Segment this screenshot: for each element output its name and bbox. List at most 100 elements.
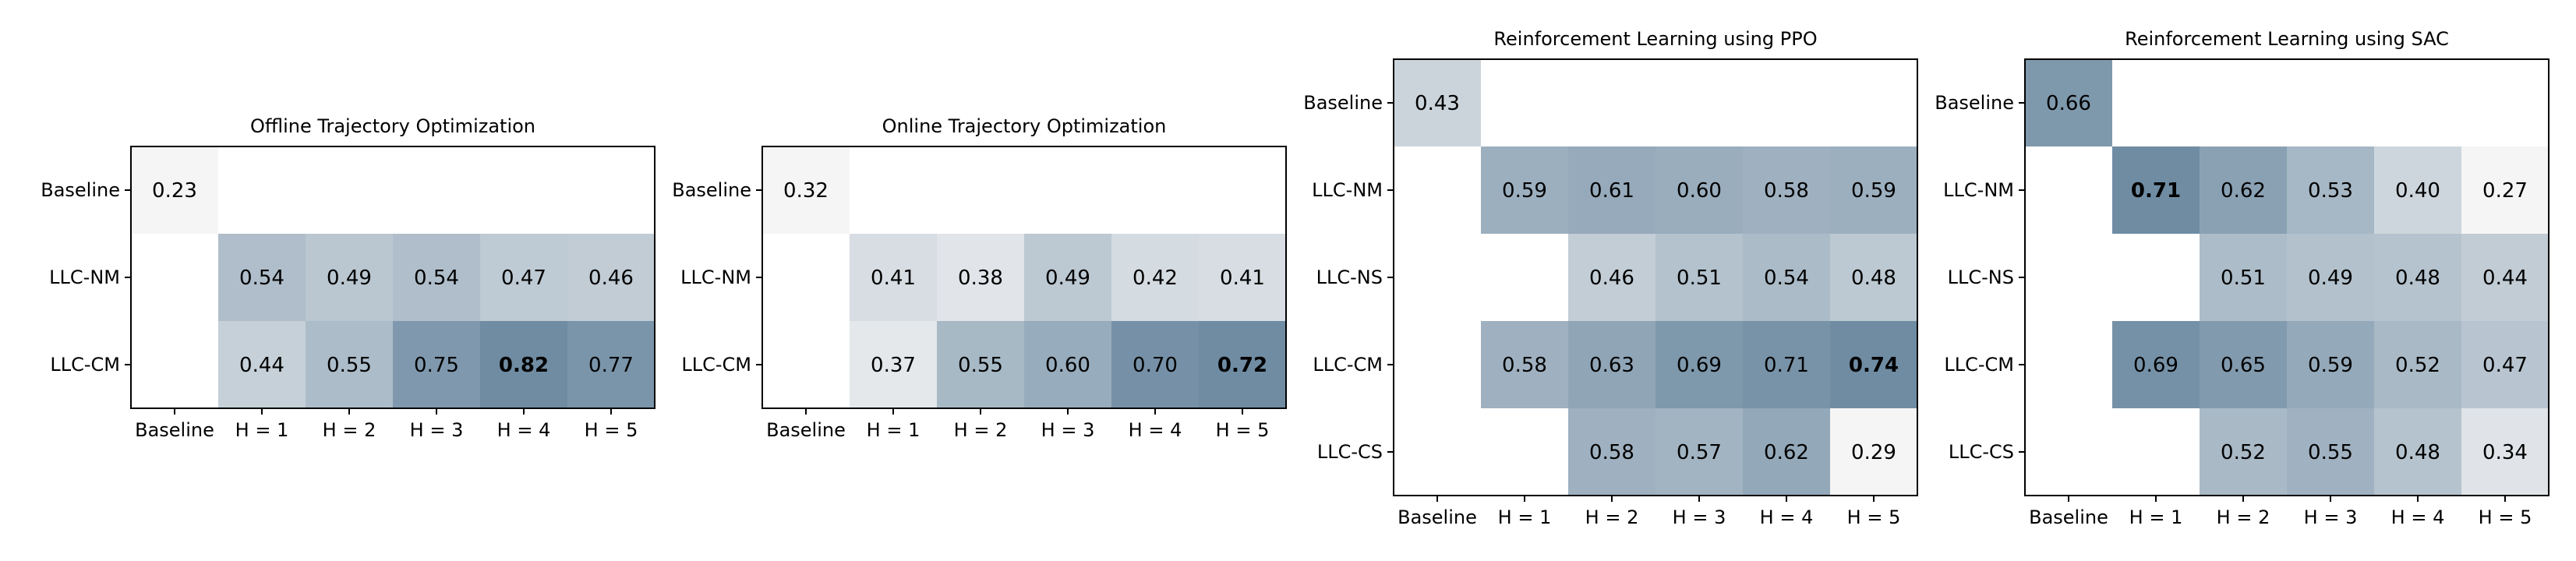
y-tick-label: Baseline: [1935, 92, 2014, 114]
y-tick-label: LLC-NM: [680, 266, 751, 288]
y-tick-label: LLC-NS: [1948, 266, 2014, 288]
heatmap-cell: [393, 234, 480, 321]
x-tick-label: Baseline: [2029, 506, 2108, 528]
cell-value-label: 0.58: [1502, 354, 1547, 377]
heatmap-cell: [1655, 408, 1743, 496]
x-tick-label: H = 2: [2217, 506, 2270, 528]
cell-value-label: 0.60: [1677, 179, 1722, 203]
cell-value-label: 0.55: [327, 354, 372, 377]
heatmap-cell: [2112, 146, 2200, 234]
heatmap-cell: [2461, 234, 2549, 321]
cell-value-label: 0.54: [239, 266, 284, 290]
heatmap-cell: [1111, 234, 1199, 321]
cell-value-label: 0.53: [2308, 179, 2353, 203]
y-tick-label: LLC-CM: [681, 354, 751, 376]
heatmap-cell: [218, 321, 306, 408]
x-tick-label: H = 4: [497, 419, 551, 441]
cell-value-label: 0.58: [1764, 179, 1809, 203]
cell-value-label: 0.71: [2131, 179, 2181, 203]
heatmap-cell: [1655, 321, 1743, 408]
cell-value-label: 0.49: [327, 266, 372, 290]
heatmap-cell: [2112, 321, 2200, 408]
y-tick-label: Baseline: [1303, 92, 1383, 114]
chart-title: Offline Trajectory Optimization: [250, 115, 535, 137]
cell-value-label: 0.43: [1415, 92, 1460, 115]
y-tick-label: LLC-NM: [1312, 179, 1383, 201]
heatmap-cell: [2374, 321, 2461, 408]
heatmap-cell: [2461, 408, 2549, 496]
x-tick-label: H = 4: [2391, 506, 2445, 528]
cell-value-label: 0.34: [2482, 441, 2528, 464]
heatmap-cell: [1024, 234, 1111, 321]
heatmap-cell: [2287, 234, 2374, 321]
heatmap-cell: [567, 321, 655, 408]
cell-value-label: 0.52: [2395, 354, 2440, 377]
y-tick-label: LLC-CS: [1317, 441, 1383, 463]
x-tick-label: H = 5: [1847, 506, 1901, 528]
heatmap-cell: [2287, 146, 2374, 234]
cell-value-label: 0.44: [239, 354, 284, 377]
cell-value-label: 0.41: [1220, 266, 1265, 290]
heatmap-cell: [1743, 146, 1830, 234]
heatmap-cell: [1655, 146, 1743, 234]
heatmap-cell: [1830, 146, 1917, 234]
cell-value-label: 0.48: [1851, 266, 1896, 290]
heatmap-cell: [2025, 59, 2112, 146]
cell-value-label: 0.59: [1851, 179, 1896, 203]
cell-value-label: 0.38: [958, 266, 1003, 290]
cell-value-label: 0.58: [1589, 441, 1634, 464]
y-tick-label: LLC-NS: [1316, 266, 1383, 288]
heatmap-cell: [1394, 59, 1481, 146]
heatmap-cell: [1481, 146, 1568, 234]
cell-value-label: 0.46: [1589, 266, 1634, 290]
heatmap-cell: [1655, 234, 1743, 321]
heatmap-cell: [850, 234, 937, 321]
x-tick-label: H = 5: [1216, 419, 1270, 441]
x-tick-label: H = 1: [2129, 506, 2183, 528]
y-tick-label: LLC-NM: [49, 266, 120, 288]
cell-value-label: 0.74: [1849, 354, 1899, 377]
cell-value-label: 0.75: [414, 354, 459, 377]
x-tick-label: H = 3: [2304, 506, 2358, 528]
cell-value-label: 0.48: [2395, 441, 2440, 464]
cell-value-label: 0.82: [499, 354, 549, 377]
chart-title: Online Trajectory Optimization: [882, 115, 1167, 137]
x-tick-label: H = 1: [235, 419, 289, 441]
cell-value-label: 0.23: [152, 179, 197, 203]
x-tick-label: H = 1: [867, 419, 921, 441]
x-tick-label: H = 2: [1585, 506, 1639, 528]
cell-value-label: 0.72: [1217, 354, 1267, 377]
cell-value-label: 0.46: [588, 266, 634, 290]
cell-value-label: 0.57: [1677, 441, 1722, 464]
cell-value-label: 0.69: [2133, 354, 2178, 377]
heatmap-cell: [937, 234, 1024, 321]
cell-value-label: 0.49: [2308, 266, 2353, 290]
heatmap-cell: [2200, 408, 2287, 496]
x-tick-label: H = 3: [410, 419, 464, 441]
cell-value-label: 0.47: [501, 266, 546, 290]
cell-value-label: 0.59: [2308, 354, 2353, 377]
cell-value-label: 0.55: [2308, 441, 2353, 464]
cell-value-label: 0.49: [1045, 266, 1090, 290]
cell-value-label: 0.62: [2221, 179, 2266, 203]
cell-value-label: 0.60: [1045, 354, 1090, 377]
cell-value-label: 0.69: [1677, 354, 1722, 377]
heatmap-cell: [1743, 408, 1830, 496]
heatmap-cell: [567, 234, 655, 321]
cell-value-label: 0.62: [1764, 441, 1809, 464]
y-tick-label: LLC-NM: [1943, 179, 2014, 201]
heatmap-cell: [1568, 408, 1655, 496]
x-tick-label: Baseline: [766, 419, 846, 441]
cell-value-label: 0.51: [2221, 266, 2266, 290]
heatmap-cell: [1199, 321, 1286, 408]
y-tick-label: Baseline: [672, 179, 751, 201]
heatmap-cell: [1743, 321, 1830, 408]
cell-value-label: 0.70: [1133, 354, 1178, 377]
x-tick-label: H = 1: [1498, 506, 1552, 528]
heatmap-cell: [1111, 321, 1199, 408]
x-tick-label: H = 4: [1129, 419, 1182, 441]
x-tick-label: H = 4: [1760, 506, 1814, 528]
cell-value-label: 0.61: [1589, 179, 1634, 203]
heatmap-cell: [2374, 146, 2461, 234]
